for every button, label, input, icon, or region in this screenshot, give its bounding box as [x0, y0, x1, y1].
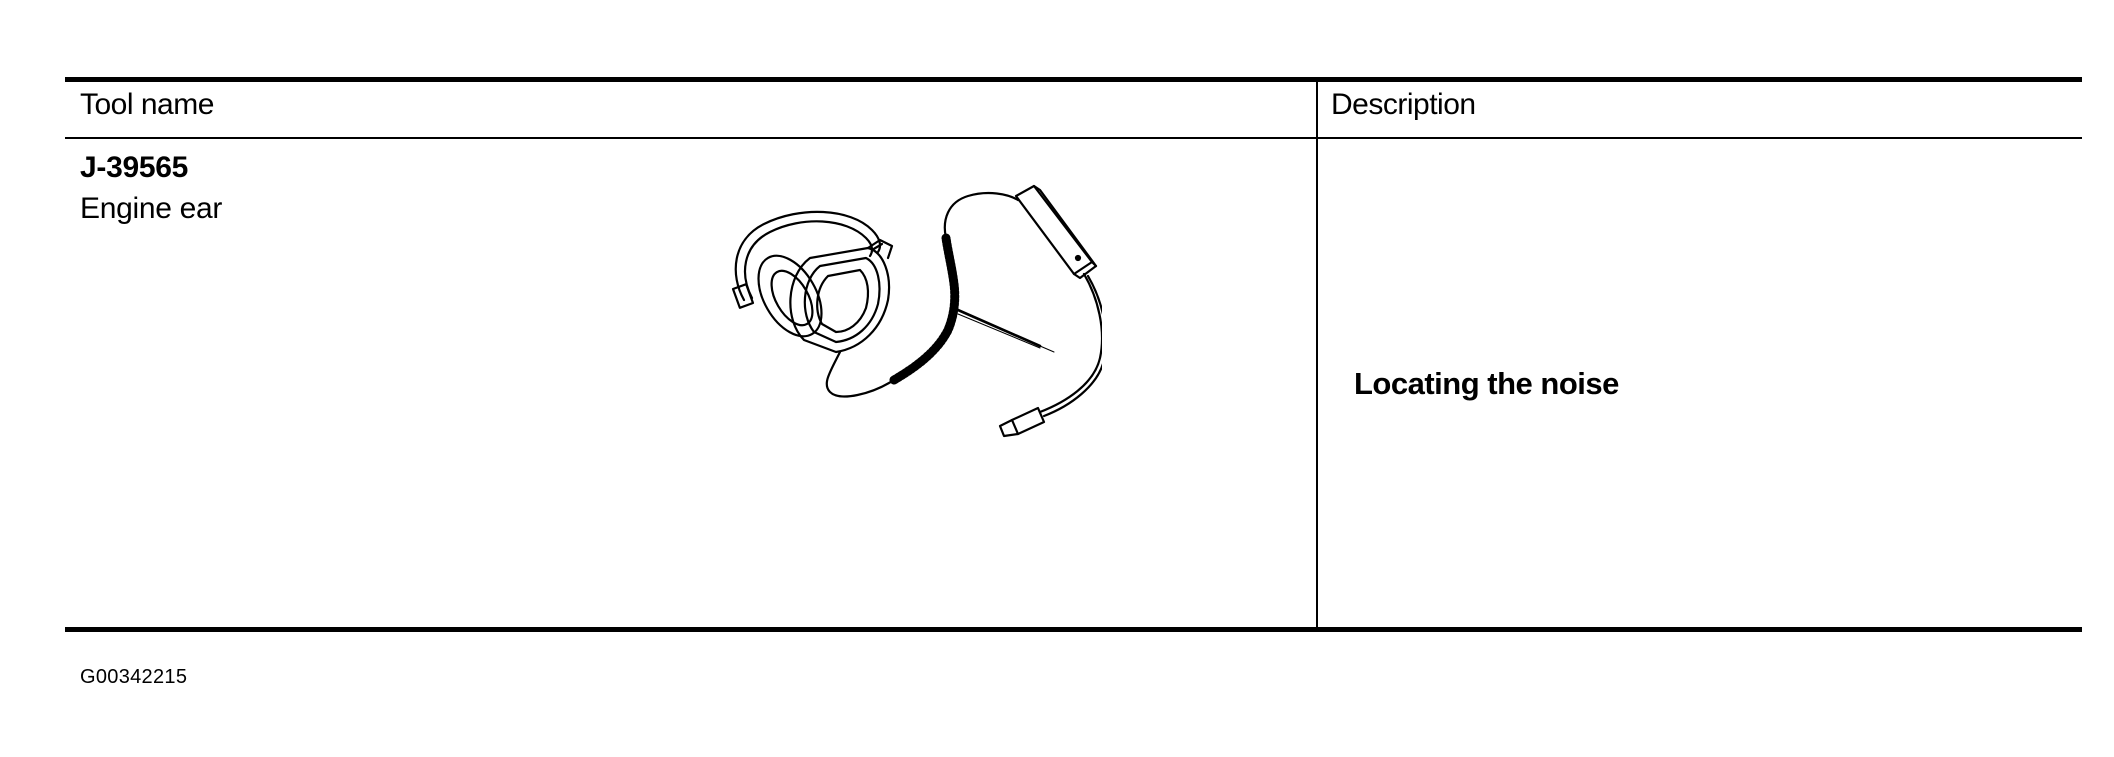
- column-header-description: Description: [1331, 88, 1476, 121]
- tool-name: Engine ear: [80, 192, 223, 225]
- engine-ear-headset-illustration: [731, 184, 1102, 438]
- column-header-tool-name: Tool name: [80, 88, 214, 121]
- table-column-divider: [1316, 82, 1318, 628]
- table-header-rule: [65, 137, 2082, 139]
- tool-number: J-39565: [80, 151, 188, 184]
- tool-description: Locating the noise: [1354, 366, 1619, 401]
- table-bottom-rule: [65, 627, 2082, 632]
- figure-id: G00342215: [80, 666, 188, 688]
- table-top-rule: [65, 77, 2082, 82]
